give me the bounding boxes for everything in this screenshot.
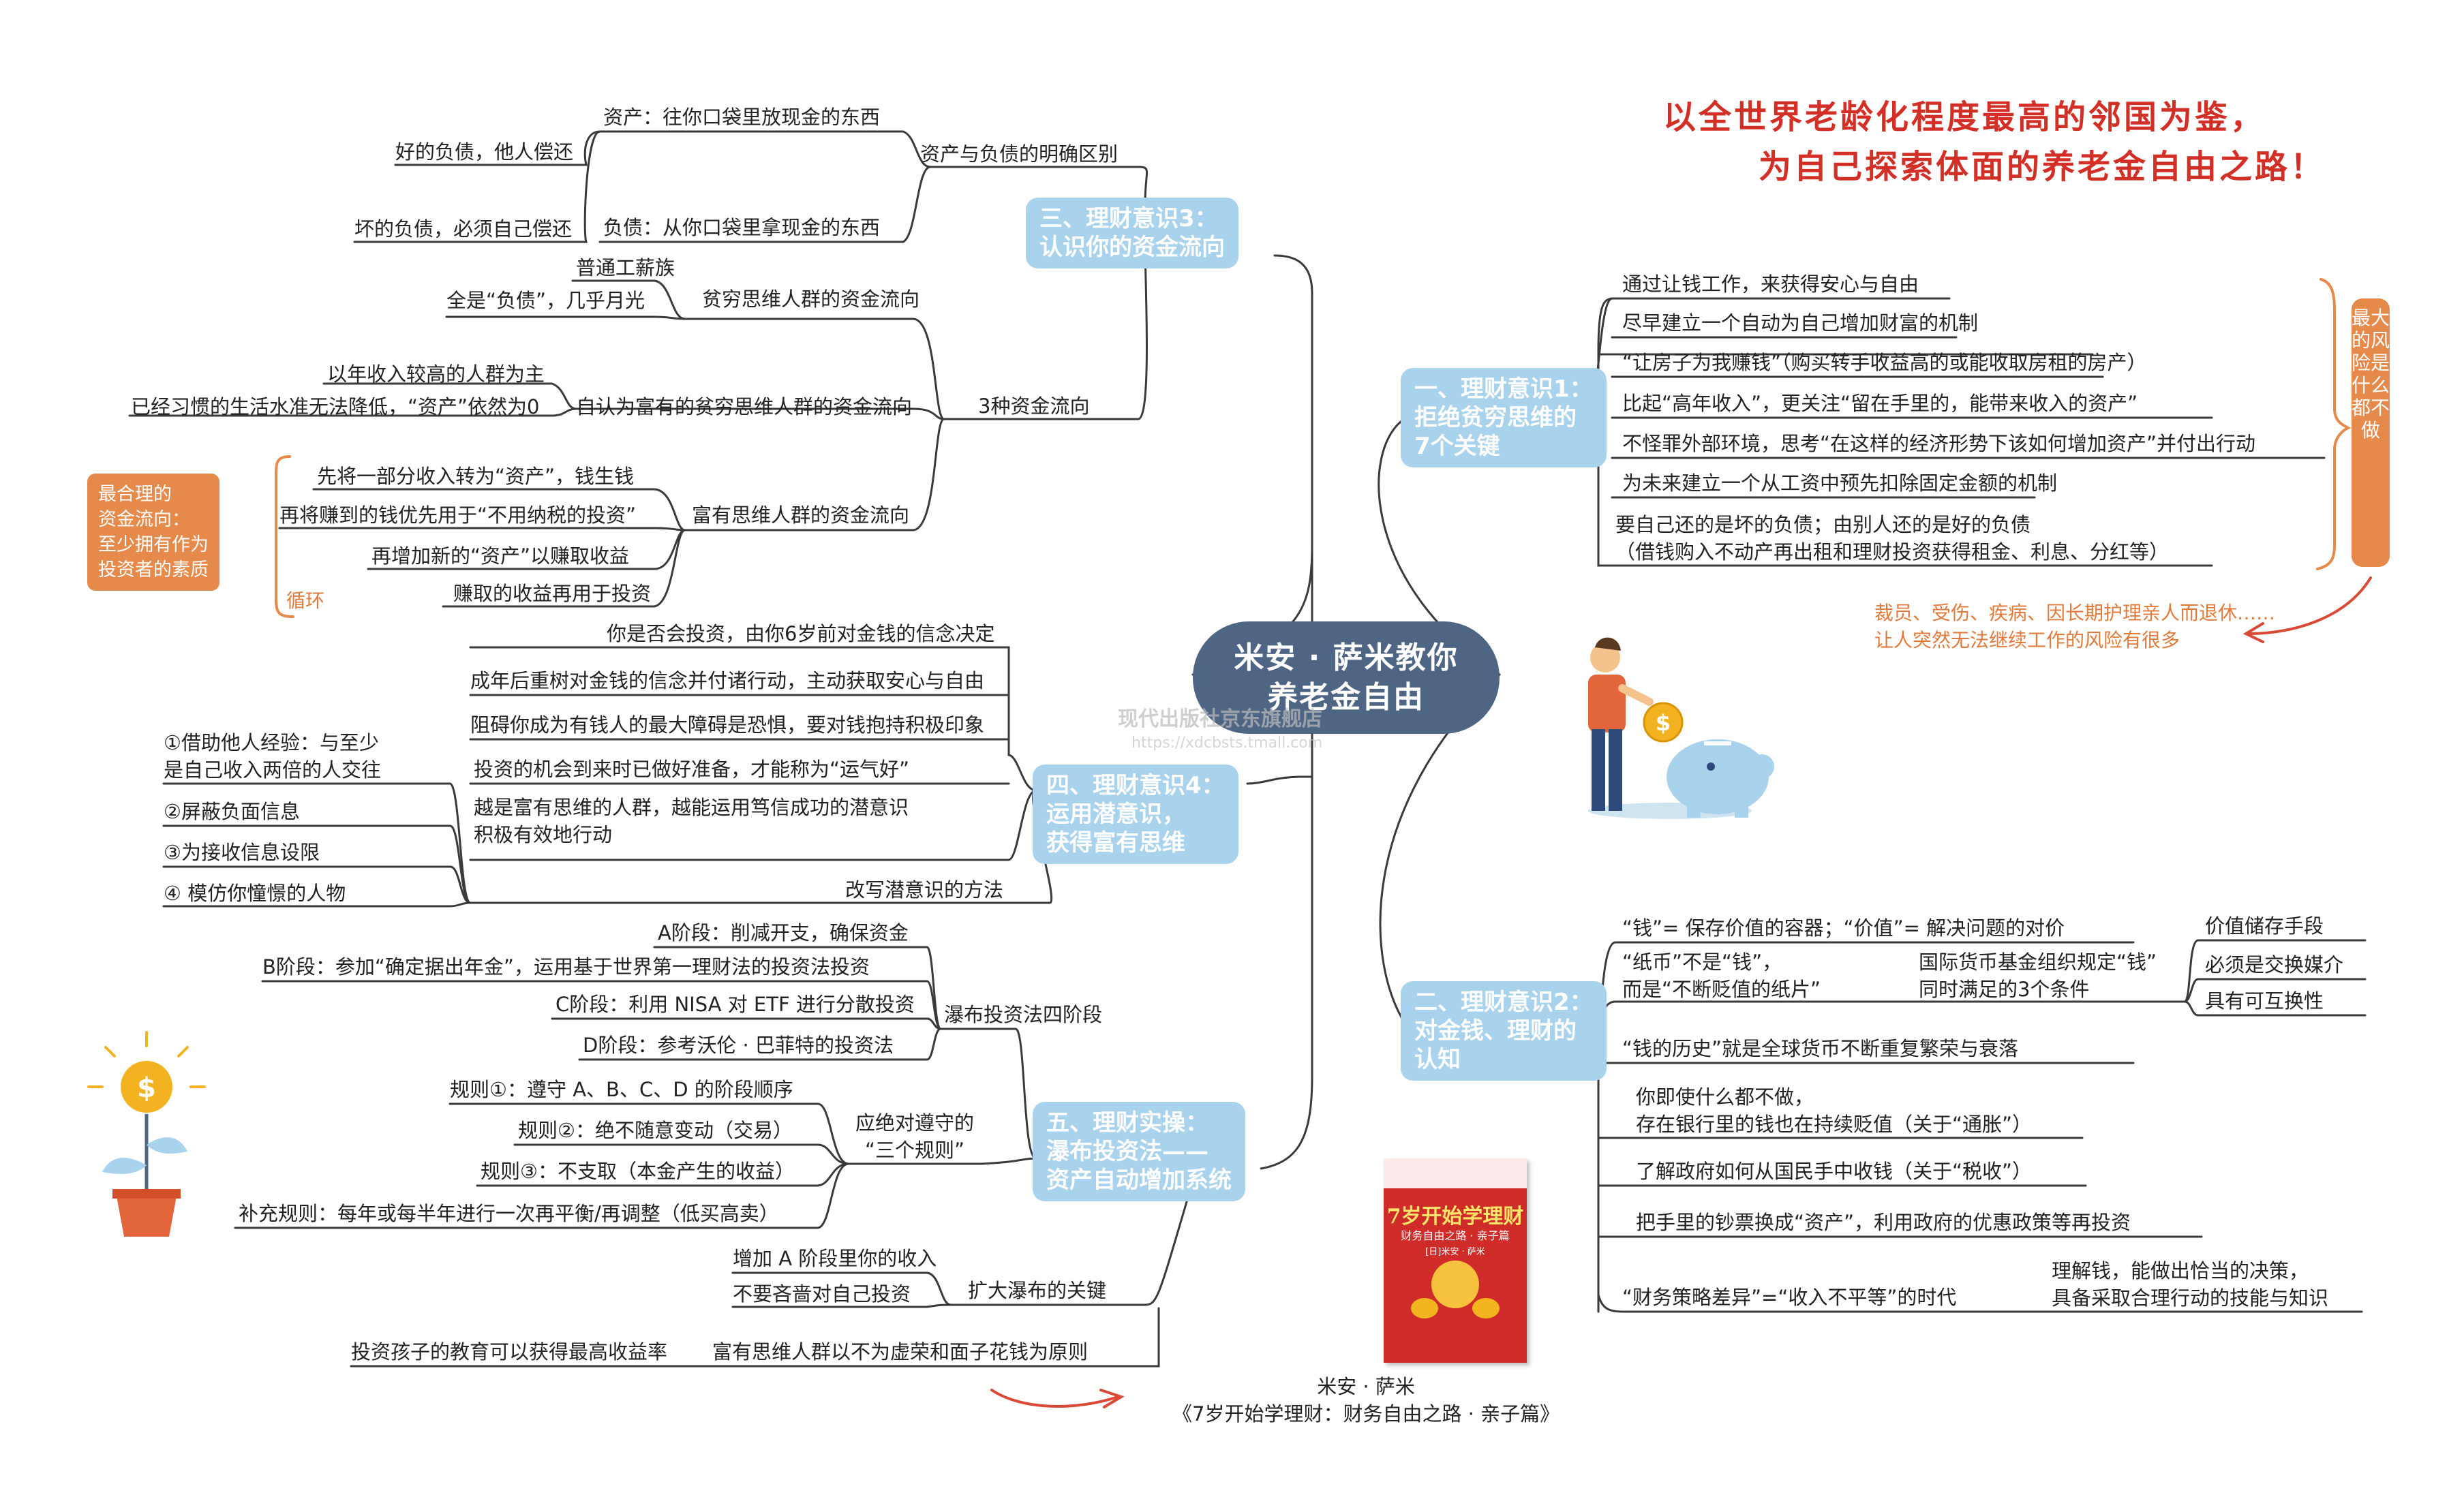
expand-key: 扩大瀑布的关键 bbox=[968, 1279, 1107, 1302]
method-4: ④ 模仿你憧憬的人物 bbox=[164, 882, 346, 905]
tax-note: 了解政府如何从国民手中收钱（关于“税收”） bbox=[1636, 1160, 2033, 1183]
rich-step-1: 先将一部分收入转为“资产”，钱生钱 bbox=[317, 465, 635, 488]
inflation-note: 你即使什么都不做， 存在银行里的钱也在持续贬值（关于“通胀”） bbox=[1636, 1085, 2033, 1136]
watermark-text: 现代出版社京东旗舰店 bbox=[1118, 707, 1322, 731]
book-cover-title: 7岁开始学理财 bbox=[1386, 1205, 1524, 1229]
slogan-line-1: 以全世界老龄化程度最高的邻国为鉴， bbox=[1663, 98, 2266, 136]
bad-debt: 坏的负债，必须自己偿还 bbox=[354, 217, 573, 241]
slogan-line-2: 为自己探索体面的养老金自由之路！ bbox=[1759, 148, 2326, 186]
understand-money: 理解钱，能做出恰当的决策， 具备采取合理行动的技能与知识 bbox=[2052, 1259, 2329, 1310]
method-2: ②屏蔽负面信息 bbox=[164, 800, 300, 823]
flow3-label: 3种资金流向 bbox=[978, 395, 1090, 418]
rich-flow: 富有思维人群的资金流向 bbox=[692, 504, 910, 527]
risk-examples: 裁员、受伤、疾病、因长期护理亲人而退休…… 让人突然无法继续工作的风险有很多 bbox=[1874, 602, 2276, 651]
stage-d: D阶段：参考沃伦 · 巴菲特的投资法 bbox=[583, 1034, 894, 1057]
subconscious-4: 投资的机会到来时已做好准备，才能称为“运气好” bbox=[474, 758, 910, 781]
key-7: 要自己还的是坏的负债；由别人还的是好的负债 （借钱购入不动产再出租和理财投资获得… bbox=[1615, 513, 2170, 564]
all-debt-label: 全是“负债”，几乎月光 bbox=[446, 289, 645, 312]
high-income-label: 以年收入较高的人群为主 bbox=[327, 362, 545, 386]
subconscious-2: 成年后重树对金钱的信念并付诸行动，主动获取安心与自由 bbox=[470, 669, 985, 692]
stage-c: C阶段：利用 NISA 对 ETF 进行分散投资 bbox=[556, 993, 915, 1016]
center-topic[interactable]: 米安 · 萨米教你 养老金自由 bbox=[1193, 621, 1500, 734]
money-plant-illustration: $ bbox=[87, 1031, 206, 1237]
stage-a: A阶段：削减开支，确保资金 bbox=[658, 921, 909, 944]
poor-flow: 贫穷思维人群的资金流向 bbox=[702, 288, 920, 311]
extra-rule: 补充规则：每年或每半年进行一次再平衡/再调整（低买高卖） bbox=[239, 1202, 779, 1225]
key-5: 不怪罪外部环境，思考“在这样的经济形势下该如何增加资产”并付出行动 bbox=[1622, 432, 2256, 455]
rule-2: 规则②：绝不随意变动（交易） bbox=[518, 1119, 793, 1142]
stage-b: B阶段：参加“确定据出年金”，运用基于世界第一理财法的投资法投资 bbox=[262, 955, 870, 978]
piggy-bank-illustration: $ bbox=[1588, 637, 1774, 819]
principle: 富有思维人群以不为虚荣和面子花钱为原则 bbox=[712, 1340, 1089, 1363]
child-education: 投资孩子的教育可以获得最高收益率 bbox=[351, 1340, 668, 1363]
good-debt: 好的负债，他人偿还 bbox=[395, 140, 574, 164]
rich-step-4: 赚取的收益再用于投资 bbox=[453, 582, 652, 605]
imf-conditions: 国际货币基金组织规定“钱” 同时满足的3个条件 bbox=[1919, 951, 2157, 1001]
branch2-node[interactable]: 二、理财意识2： 对金钱、理财的 认知 bbox=[1401, 981, 1607, 1081]
asset-def: 资产：往你口袋里放现金的东西 bbox=[603, 106, 881, 129]
book-caption: 米安 · 萨米 《7岁开始学理财：财务自由之路 · 亲子篇》 bbox=[1172, 1375, 1560, 1425]
waterfall-stages: 瀑布投资法四阶段 bbox=[944, 1003, 1103, 1026]
key-2: 尽早建立一个自动为自己增加财富的机制 bbox=[1622, 311, 1979, 335]
book-cover: 7岁开始学理财 财务自由之路 · 亲子篇 [日]米安 · 萨米 bbox=[1384, 1158, 1527, 1363]
branch3-node[interactable]: 三、理财意识3： 认识你的资金流向 bbox=[1026, 198, 1238, 268]
diff-label: 资产与负债的明确区别 bbox=[920, 142, 1119, 166]
svg-text:$: $ bbox=[1656, 710, 1671, 736]
key-6: 为未来建立一个从工资中预先扣除固定金额的机制 bbox=[1622, 472, 2058, 495]
strategy-gap: “财务策略差异”=“收入不平等”的时代 bbox=[1622, 1286, 1957, 1309]
paper-money: “纸币”不是“钱”， 而是“不断贬值的纸片” bbox=[1622, 951, 1821, 1001]
method-3: ③为接收信息设限 bbox=[164, 841, 320, 864]
book-cover-subtitle: 财务自由之路 · 亲子篇 bbox=[1401, 1229, 1510, 1242]
subconscious-1: 你是否会投资，由你6岁前对金钱的信念决定 bbox=[607, 622, 995, 645]
watermark-url: https://xdcbsts.tmall.com bbox=[1131, 735, 1323, 752]
convert-note: 把手里的钞票换成“资产”，利用政府的优惠政策等再投资 bbox=[1636, 1211, 2131, 1234]
money-history: “钱的历史”就是全球货币不断重复繁荣与衰落 bbox=[1622, 1037, 2019, 1060]
rule-3: 规则③：不支取（本金产生的收益） bbox=[481, 1160, 795, 1183]
biggest-risk-note: 最大的风险是什么都不做 bbox=[2352, 298, 2390, 567]
three-rules: 应绝对遵守的 “三个规则” bbox=[855, 1111, 975, 1162]
habit-label: 已经习惯的生活水准无法降低，“资产”依然为0 bbox=[131, 395, 540, 418]
liability-def: 负债：从你口袋里拿现金的东西 bbox=[603, 216, 881, 239]
condition-3: 具有可互换性 bbox=[2205, 989, 2324, 1013]
expand-2: 不要吝啬对自己投资 bbox=[733, 1282, 911, 1306]
condition-1: 价值储存手段 bbox=[2205, 914, 2324, 938]
key-1: 通过让钱工作，来获得安心与自由 bbox=[1622, 273, 1919, 296]
coin-icon bbox=[1472, 1298, 1500, 1318]
center-topic-line-1: 米安 · 萨米教你 bbox=[1234, 640, 1459, 675]
rich-step-2: 再将赚到的钱优先用于“不用纳税的投资” bbox=[279, 504, 637, 527]
rich-step-3: 再增加新的“资产”以赚取收益 bbox=[371, 544, 630, 568]
rewrite-method: 改写潜意识的方法 bbox=[845, 878, 1004, 901]
best-flow-note: 最合理的 资金流向： 至少拥有作为 投资者的素质 bbox=[87, 474, 219, 591]
svg-text:$: $ bbox=[137, 1072, 156, 1104]
loop-label: 循环 bbox=[286, 589, 325, 612]
rule-1: 规则①：遵守 A、B、C、D 的阶段顺序 bbox=[450, 1078, 793, 1101]
branch4-node[interactable]: 四、理财意识4： 运用潜意识， 获得富有思维 bbox=[1033, 765, 1238, 864]
coin-icon bbox=[1411, 1298, 1438, 1318]
money-definition: “钱”= 保存价值的容器；“价值”= 解决问题的对价 bbox=[1622, 916, 2065, 940]
book-top-strip bbox=[1384, 1158, 1527, 1188]
key-3: “让房子为我赚钱”（购买转手收益高的或能收取房租的房产） bbox=[1622, 351, 2147, 374]
self-rich-flow: 自认为富有的贫穷思维人群的资金流向 bbox=[576, 395, 913, 418]
expand-1: 增加 A 阶段里你的收入 bbox=[733, 1247, 937, 1270]
subconscious-3: 阻碍你成为有钱人的最大障碍是恐惧，要对钱抱持积极印象 bbox=[470, 713, 985, 737]
branch5-node[interactable]: 五、理财实操： 瀑布投资法—— 资产自动增加系统 bbox=[1033, 1102, 1245, 1201]
branch1-node[interactable]: 一、理财意识1： 拒绝贫穷思维的 7个关键 bbox=[1401, 368, 1607, 467]
method-1: ①借助他人经验：与至少 是自己收入两倍的人交往 bbox=[164, 731, 382, 782]
key-4: 比起“高年收入”，更关注“留在手里的，能带来收入的资产” bbox=[1622, 392, 2138, 415]
subconscious-5: 越是富有思维的人群，越能运用笃信成功的潜意识 积极有效地行动 bbox=[474, 796, 909, 846]
worker-label: 普通工薪族 bbox=[576, 256, 675, 279]
book-cover-author: [日]米安 · 萨米 bbox=[1425, 1247, 1485, 1257]
center-topic-line-2: 养老金自由 bbox=[1268, 679, 1425, 715]
bear-mascot-icon bbox=[1431, 1261, 1479, 1308]
condition-2: 必须是交换媒介 bbox=[2205, 953, 2344, 976]
